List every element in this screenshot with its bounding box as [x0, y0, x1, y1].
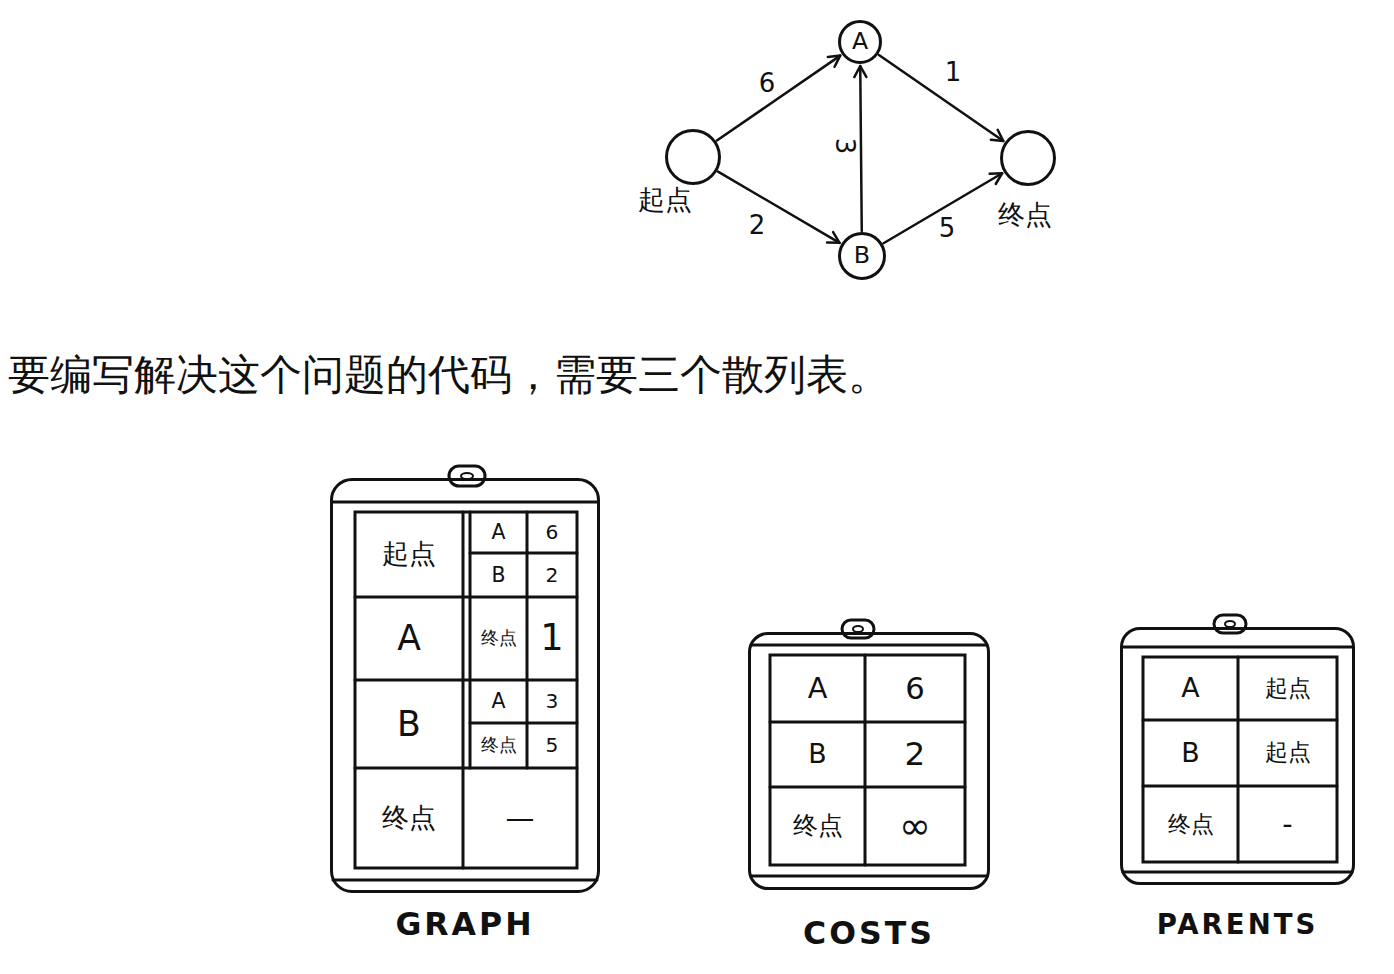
table-cell: 3	[527, 680, 577, 723]
table-cell: A	[1143, 657, 1238, 720]
hash-table: A起点B起点终点-PARENTS	[1120, 627, 1355, 885]
table-cell: B	[770, 722, 865, 787]
table-cell: 起点	[355, 512, 463, 597]
table-tab	[449, 466, 485, 486]
edge-weight: 2	[747, 212, 768, 238]
table-caption: GRAPH	[320, 902, 610, 948]
table-caption: COSTS	[738, 912, 1000, 956]
table-cell: 终点	[355, 768, 463, 868]
edge-weight: 1	[943, 59, 964, 85]
table-cell: B	[1143, 720, 1238, 786]
table-cell: B	[355, 680, 463, 768]
hash-table: A6B2终点∞COSTS	[748, 632, 990, 890]
edge-weight: 3	[832, 136, 858, 157]
table-cell: 起点	[1238, 720, 1337, 786]
graph-node: A	[838, 20, 882, 64]
node-label: A	[838, 20, 882, 64]
table-grid	[355, 512, 577, 868]
table-cell: 6	[865, 655, 965, 722]
table-cell: 终点	[1143, 786, 1238, 862]
node-label: 终点	[985, 198, 1065, 232]
arrow-connector	[718, 172, 840, 243]
table-cell: 6	[527, 512, 577, 553]
table-grid	[1143, 657, 1337, 862]
node-label: B	[838, 232, 886, 280]
table-cell: A	[470, 512, 527, 553]
arrow-connector	[879, 55, 1003, 141]
table-cell: 2	[527, 553, 577, 597]
table-cell: ∞	[865, 787, 965, 865]
table-cell: A	[470, 680, 527, 723]
arrow-connector	[860, 66, 862, 231]
table-cell: 终点	[770, 787, 865, 865]
table-tab	[1214, 615, 1246, 633]
table-cell: 1	[527, 597, 577, 680]
table-caption: PARENTS	[1110, 903, 1365, 947]
table-grid	[770, 655, 965, 865]
table-cell: 终点	[470, 723, 527, 768]
caption-sentence: 要编写解决这个问题的代码，需要三个散列表。	[8, 352, 890, 398]
arrow-connector	[717, 56, 840, 141]
arrow-connector	[884, 173, 1003, 243]
graph-node: B	[838, 232, 886, 280]
start-node: 起点	[665, 129, 721, 185]
table-tab	[842, 620, 874, 638]
table-cell: A	[355, 597, 463, 680]
node-label: 起点	[625, 183, 705, 217]
table-cell: B	[470, 553, 527, 597]
table-cell: 2	[865, 722, 965, 787]
table-cell: 5	[527, 723, 577, 768]
edge-weight: 5	[937, 215, 958, 241]
hash-table: 起点A6B2A终点1BA3终点5终点—GRAPH	[330, 478, 600, 893]
edge-weight: 6	[757, 70, 778, 96]
table-cell: —	[463, 768, 577, 868]
table-cell: 起点	[1238, 657, 1337, 720]
table-cell: -	[1238, 786, 1337, 862]
table-cell: A	[770, 655, 865, 722]
end-node: 终点	[1000, 130, 1056, 186]
table-cell: 终点	[470, 597, 527, 680]
